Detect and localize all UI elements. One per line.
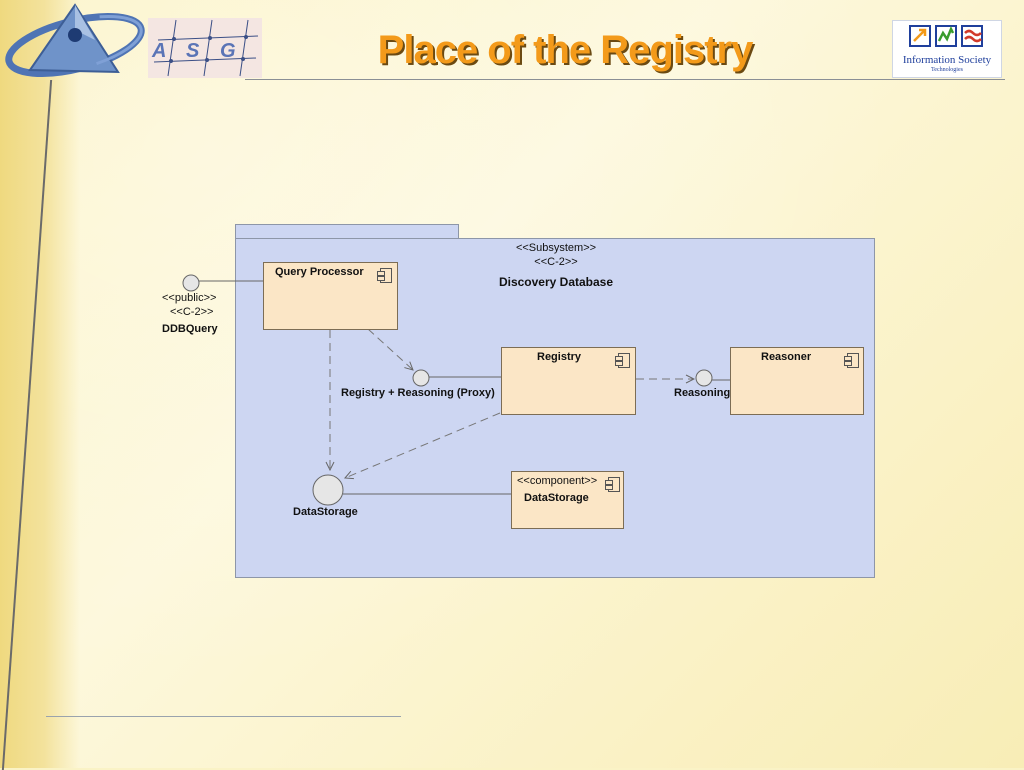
ist-icons	[909, 25, 983, 47]
component-icon	[377, 268, 392, 283]
datastorage-component-stereotype: <<component>>	[517, 475, 598, 487]
ist-caption: Information Society	[902, 54, 992, 66]
datastorage-interface-circle	[312, 474, 344, 506]
proxy-interface-label: Registry + Reasoning (Proxy)	[341, 387, 495, 399]
package-stereotype-c2: <<C-2>>	[534, 256, 578, 268]
corner-emblem-icon	[5, 3, 145, 78]
slide-title: Place of the Registry	[377, 28, 754, 72]
registry-to-datastorage-dependency	[345, 412, 501, 478]
asg-letter-g: G	[220, 40, 236, 62]
reasoning-interface-circle	[695, 369, 713, 387]
reasoner-label: Reasoner	[761, 351, 812, 363]
asg-grid-icon	[153, 19, 259, 77]
reasoning-interface-label: Reasoning	[674, 387, 731, 399]
registry-component: Registry	[501, 347, 636, 415]
ddbquery-stereotype-public: <<public>>	[162, 292, 217, 304]
component-icon	[615, 353, 630, 368]
proxy-interface-circle	[412, 369, 430, 387]
component-icon	[844, 353, 859, 368]
asg-logo: A S G	[148, 18, 262, 78]
footer-rule	[46, 716, 401, 717]
reasoner-component: Reasoner	[730, 347, 864, 415]
query-processor-component: Query Processor	[263, 262, 398, 330]
datastorage-interface-label: DataStorage	[293, 506, 358, 518]
asg-letter-s: S	[186, 40, 200, 62]
component-icon	[605, 477, 620, 492]
ddbquery-interface-circle	[182, 274, 200, 292]
datastorage-component-label: DataStorage	[524, 492, 589, 504]
datastorage-component: <<component>> DataStorage	[511, 471, 624, 529]
registry-label: Registry	[537, 351, 582, 363]
qp-to-proxy-dependency	[367, 328, 413, 370]
header-rule	[245, 79, 1005, 80]
package-name: Discovery Database	[498, 275, 614, 289]
package-stereotype-subsystem: <<Subsystem>>	[515, 242, 597, 254]
ddbquery-name: DDBQuery	[162, 323, 218, 335]
ist-subcaption: Technologies	[931, 67, 963, 73]
query-processor-label: Query Processor	[275, 266, 364, 278]
ddbquery-stereotype-c2: <<C-2>>	[170, 306, 214, 318]
asg-letter-a: A	[152, 40, 167, 62]
left-decorative-band	[0, 0, 80, 768]
ist-logo: Information Society Technologies	[892, 20, 1002, 78]
